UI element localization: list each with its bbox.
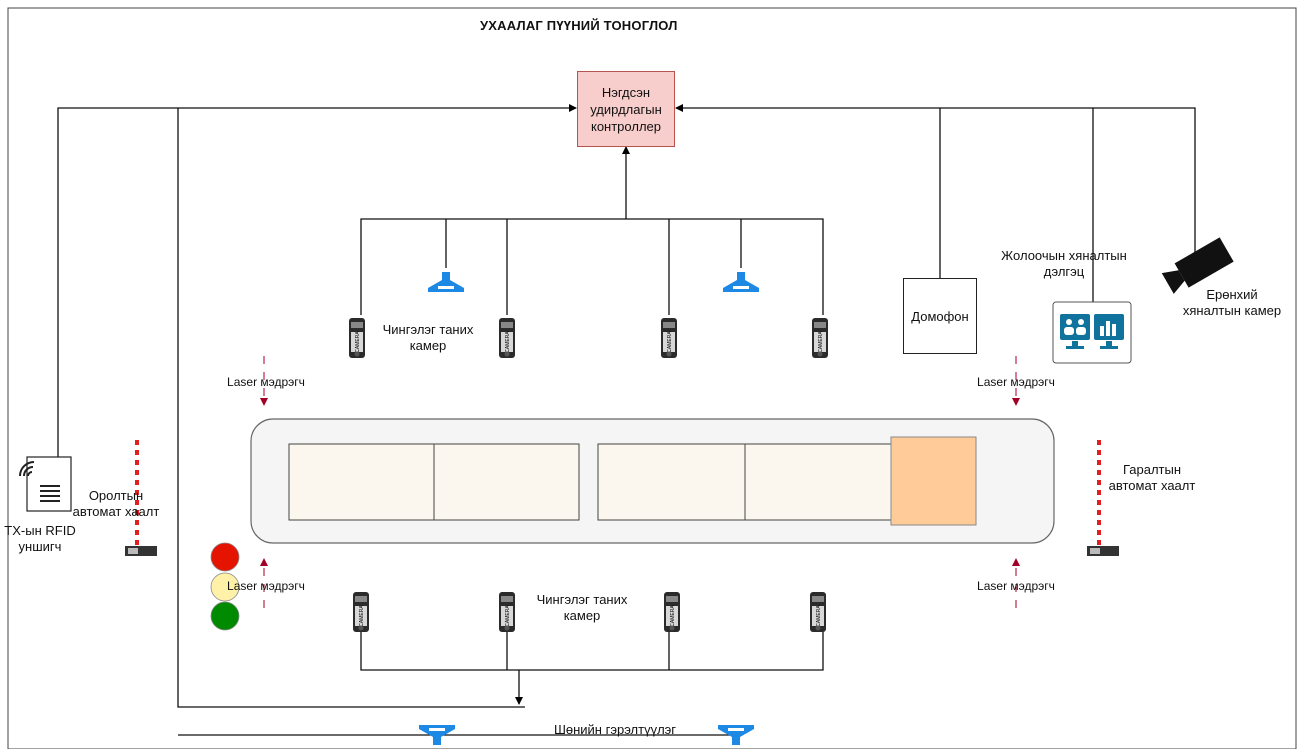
lamp-icon [723, 272, 759, 292]
lamp-icon [428, 272, 464, 292]
laser-sensor-label: Laser мэдрэгч [227, 579, 305, 593]
laser-sensor-label: Laser мэдрэгч [977, 375, 1055, 389]
plate-camera-top-label: Чингэлэг таних камер [382, 322, 474, 353]
intercom-box: Домофон [903, 278, 977, 354]
cctv-camera-icon [1161, 237, 1234, 294]
container-1 [288, 443, 435, 521]
exit-barrier-label: Гаралтын автомат хаалт [1108, 462, 1196, 493]
camera-icon [499, 592, 515, 632]
entry-barrier-icon [125, 437, 157, 556]
monitor-icon [1052, 301, 1132, 364]
frame [7, 7, 1297, 749]
general-camera-label: Ерөнхий хяналтын камер [1182, 287, 1282, 318]
exit-barrier-icon [1087, 437, 1119, 556]
diagram-title: УХААЛАГ ПҮҮНИЙ ТОНОГЛОЛ [480, 18, 678, 33]
entry-barrier-label: Оролтын автомат хаалт [72, 488, 160, 519]
camera-icon [349, 318, 365, 358]
rfid-reader-icon [19, 456, 72, 512]
camera-icon [664, 592, 680, 632]
container-4 [744, 443, 893, 521]
rfid-reader-label: ТХ-ын RFID уншигч [4, 523, 76, 554]
truck-cab [890, 436, 977, 526]
camera-icon [812, 318, 828, 358]
camera-icon [353, 592, 369, 632]
laser-sensor-label: Laser мэдрэгч [227, 375, 305, 389]
driver-monitor-label: Жолоочын хяналтын дэлгэц [1001, 248, 1127, 279]
camera-icon [661, 318, 677, 358]
container-3 [597, 443, 746, 521]
controller-box: Нэгдсэн удирдлагын контроллер [577, 71, 675, 147]
container-2 [433, 443, 580, 521]
truck [288, 436, 977, 526]
traffic-light-icon [210, 542, 240, 631]
plate-camera-bottom-label: Чингэлэг таних камер [536, 592, 628, 623]
connectors [57, 104, 1196, 736]
lighting-label: Шөнийн гэрэлтүүлэг [553, 722, 677, 737]
camera-icon [499, 318, 515, 358]
laser-sensor-label: Laser мэдрэгч [977, 579, 1055, 593]
camera-icon [810, 592, 826, 632]
